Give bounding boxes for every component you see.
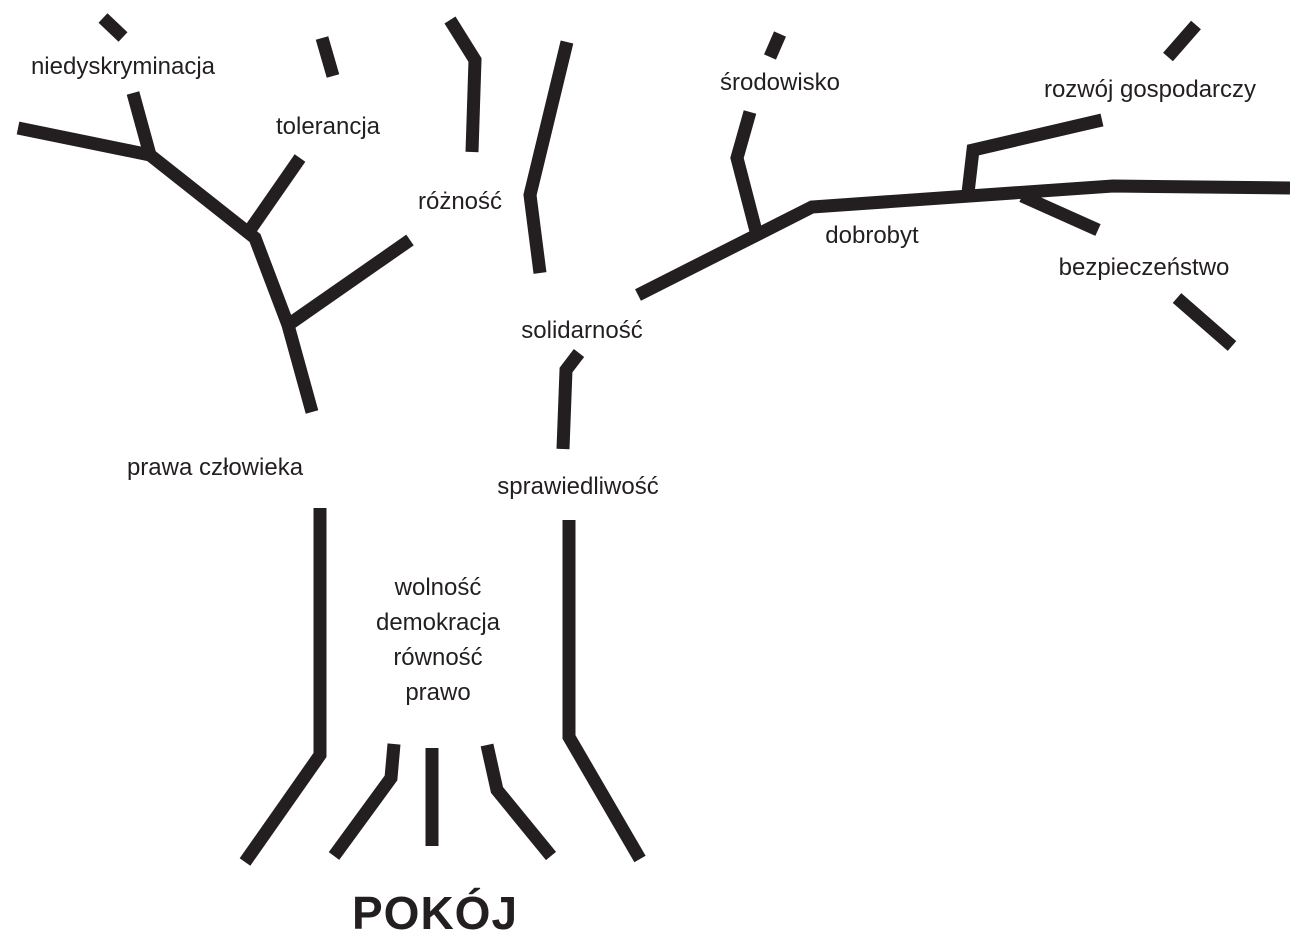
label-prawa-czlowieka: prawa człowieka: [126, 454, 304, 481]
trunk-value-item: demokracja: [375, 609, 501, 636]
root-right: [480, 743, 557, 861]
label-tolerancja: tolerancja: [275, 113, 381, 140]
branch-left-lower-twig: [284, 234, 414, 331]
branch-left-niedyskryminacja-twig: [126, 91, 157, 157]
label-srodowisko: środowisko: [719, 69, 841, 96]
label-dobrobyt: dobrobyt: [825, 222, 919, 249]
trunk-right-side: [562, 520, 646, 863]
branch-right-rozwoj-twig: [961, 113, 1104, 194]
trunk-value-item: prawo: [405, 679, 471, 706]
trunk-left-side: [239, 508, 327, 866]
label-roznosc: różność: [417, 188, 503, 215]
branch-left-tolerancja-twig: [244, 154, 306, 234]
branch-left-main: [16, 121, 319, 414]
label-bezpieczenstwo: bezpieczeństwo: [1058, 254, 1230, 281]
diagram-title: POKÓJ: [351, 887, 519, 939]
branch-left-stub-mid: [315, 36, 340, 78]
branch-right-stub-rozwoj: [1163, 20, 1201, 62]
branch-right-srodowisko-twig: [730, 110, 764, 237]
label-rozwoj-gospodarczy: rozwój gospodarczy: [1043, 76, 1257, 103]
branch-right-main: [635, 179, 1290, 301]
trunk-value-item: wolność: [394, 574, 482, 601]
branch-right-stub-bezpieczenstwo: [1172, 293, 1237, 351]
branch-left-stub-top: [98, 13, 128, 42]
branch-center-long: [523, 40, 574, 274]
root-left: [328, 743, 401, 860]
branch-right-bezpieczenstwo-twig: [1019, 190, 1101, 236]
label-niedyskryminacja: niedyskryminacja: [30, 53, 216, 80]
trunk-values-list: wolność demokracja równość prawo: [376, 570, 500, 710]
trunk-value-item: równość: [393, 644, 483, 671]
branch-solidarnosc-connector: [556, 349, 585, 450]
branch-right-stub-srodowisko: [764, 31, 786, 60]
label-sprawiedliwosc: sprawiedliwość: [497, 473, 659, 500]
branch-center-hook: [444, 16, 482, 153]
label-solidarnosc: solidarność: [521, 317, 643, 344]
